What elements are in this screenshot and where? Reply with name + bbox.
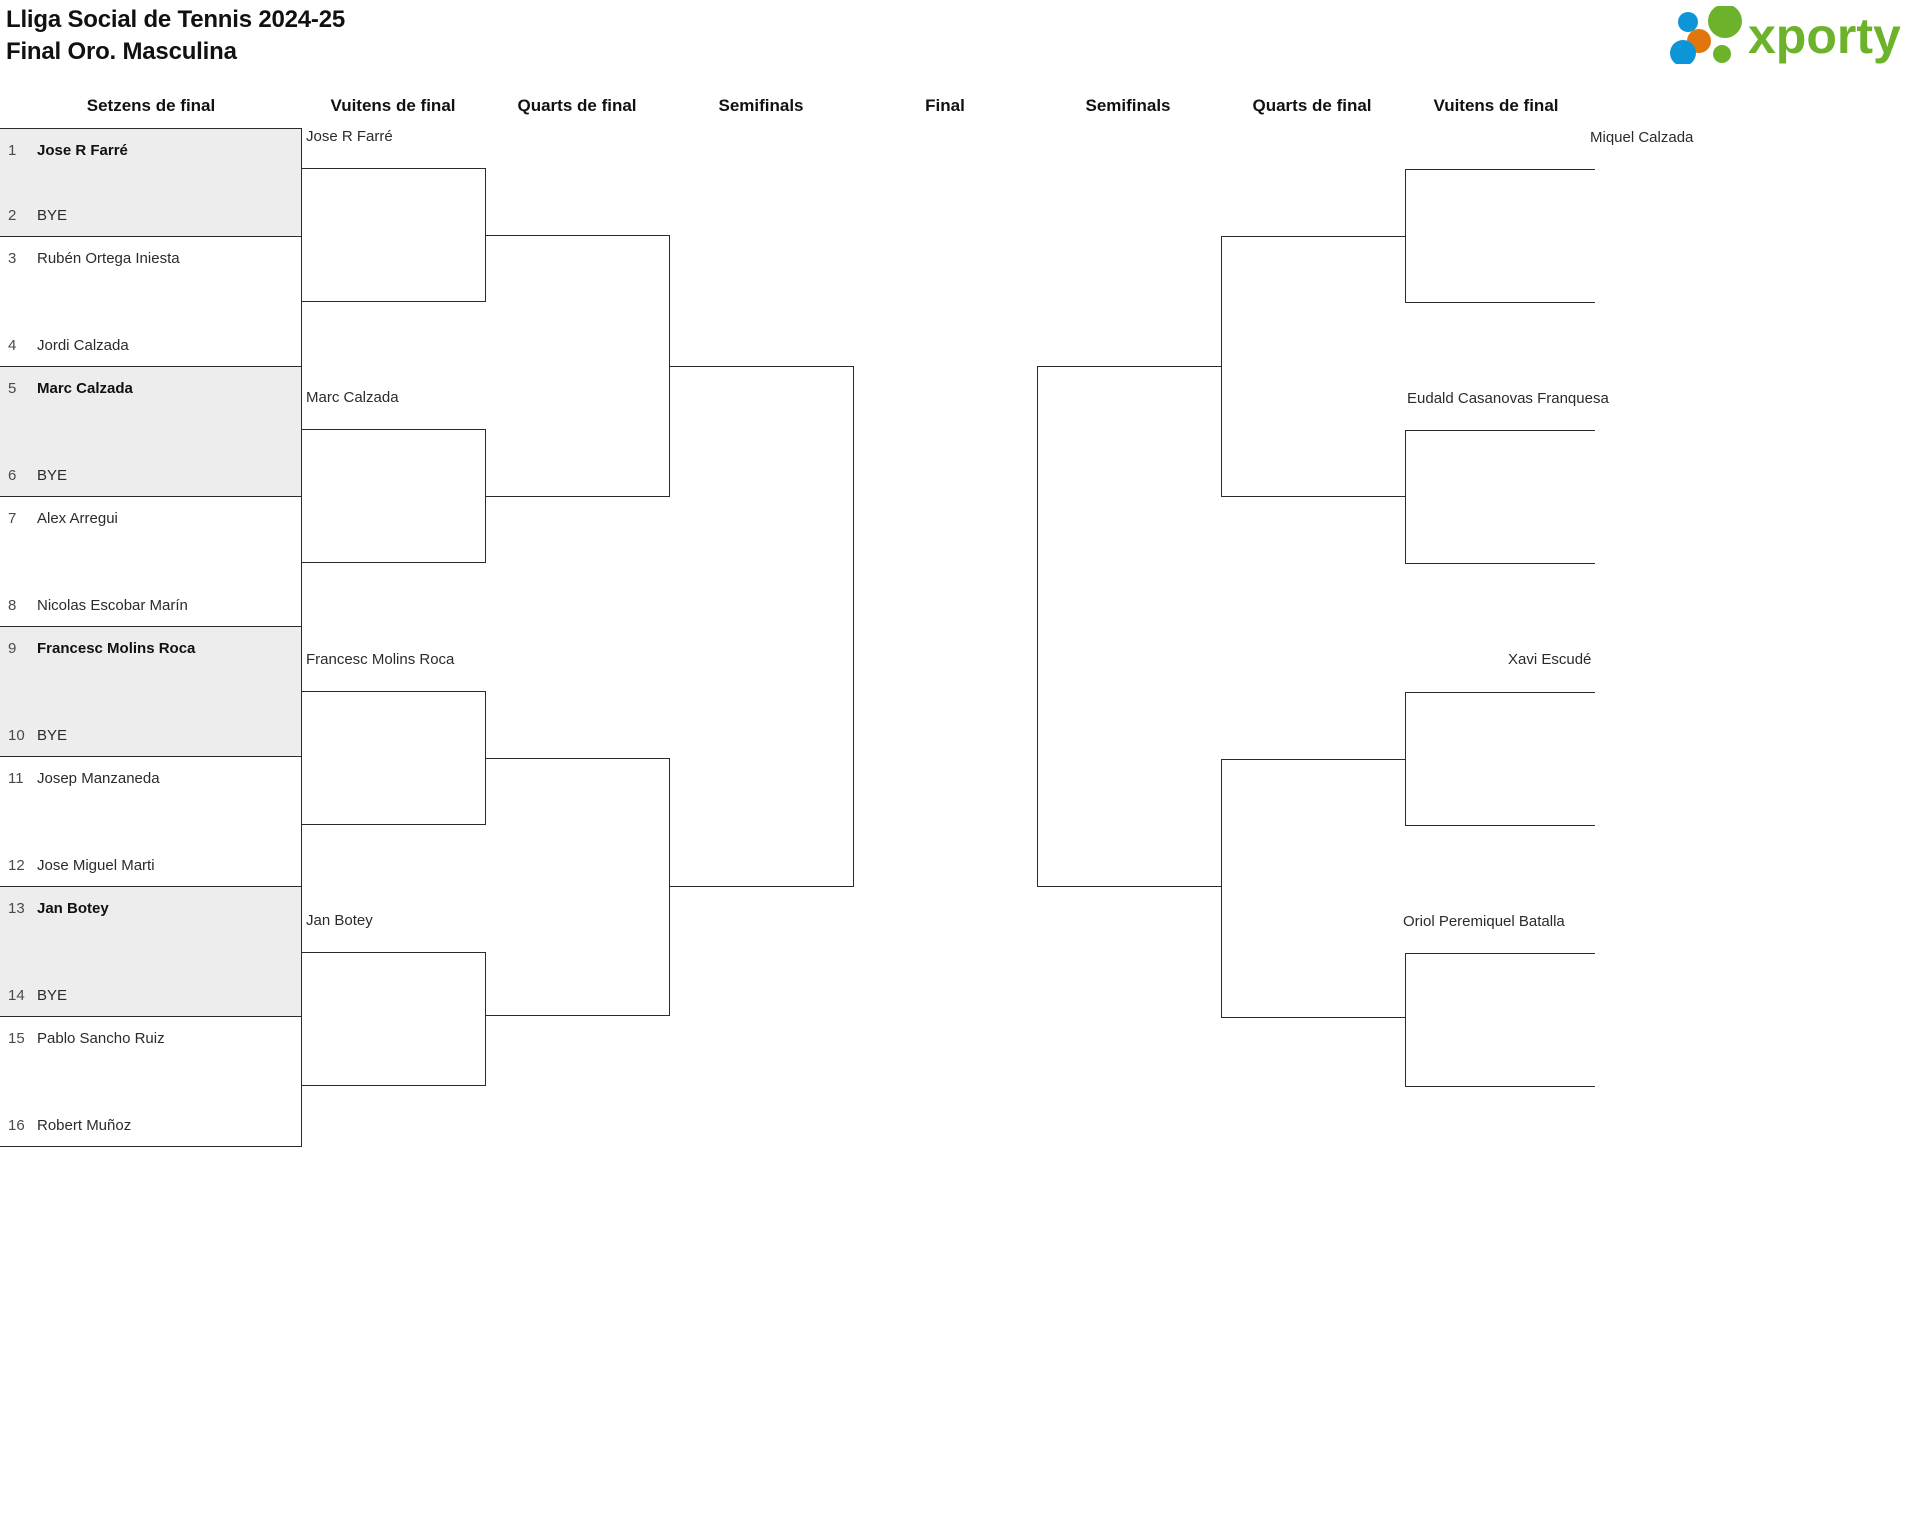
- list-item[interactable]: 9 Francesc Molins Roca: [0, 637, 301, 659]
- left-seed-column: 1 Jose R Farré 2 BYE 3 Rubén Ortega Inie…: [0, 128, 302, 1147]
- list-item[interactable]: 6 BYE: [0, 464, 301, 486]
- bracket-connector-r2-2: [1405, 430, 1595, 564]
- seed-number: 14: [8, 986, 25, 1004]
- advancing-player-label: Oriol Peremiquel Batalla: [1403, 913, 1565, 930]
- player-name: Alex Arregui: [37, 509, 118, 527]
- list-item[interactable]: 13 Jan Botey: [0, 897, 301, 919]
- advancing-player-label: Xavi Escudé: [1508, 651, 1592, 668]
- table-row[interactable]: 11 Josep Manzaneda 12 Jose Miguel Marti: [0, 757, 302, 887]
- table-row[interactable]: 9 Francesc Molins Roca 10 BYE: [0, 627, 302, 757]
- seed-number: 7: [8, 509, 17, 527]
- seed-number: 6: [8, 466, 17, 484]
- seed-number: 4: [8, 336, 17, 354]
- seed-number: 10: [8, 726, 25, 744]
- player-name: Jose Miguel Marti: [37, 856, 155, 874]
- logo-wordmark: xporty: [1748, 8, 1901, 64]
- list-item[interactable]: 3 Rubén Ortega Iniesta: [0, 247, 301, 269]
- advancing-player-label: Francesc Molins Roca: [306, 651, 455, 668]
- advancing-player-label: Jan Botey: [306, 912, 373, 929]
- player-name: Nicolas Escobar Marín: [37, 596, 188, 614]
- bracket-connector-r3-1: [1221, 236, 1406, 497]
- bracket-connector-r2-3: [1405, 692, 1595, 826]
- seed-number: 9: [8, 639, 17, 657]
- player-name: BYE: [37, 986, 68, 1004]
- logo-dot-green-large: [1708, 6, 1742, 38]
- player-name: BYE: [37, 726, 68, 744]
- player-name: BYE: [37, 466, 68, 484]
- title-line-2: Final Oro. Masculina: [6, 38, 237, 65]
- seed-number: 13: [8, 899, 25, 917]
- list-item[interactable]: 11 Josep Manzaneda: [0, 767, 301, 789]
- player-name: Jan Botey: [37, 899, 109, 917]
- advancing-player-label: Marc Calzada: [306, 389, 399, 406]
- list-item[interactable]: 8 Nicolas Escobar Marín: [0, 594, 301, 616]
- round-header-semifinals-right: Semifinals: [1085, 96, 1171, 115]
- bracket-connector-r3-2: [1221, 759, 1406, 1018]
- xporty-logo[interactable]: xporty: [1664, 6, 1914, 64]
- bracket-connector-l2-2: [302, 429, 486, 563]
- title-line-1: Lliga Social de Tennis 2024-25: [6, 6, 346, 33]
- round-header-quarts-right: Quarts de final: [1252, 96, 1372, 115]
- table-row[interactable]: 15 Pablo Sancho Ruiz 16 Robert Muñoz: [0, 1017, 302, 1147]
- table-row[interactable]: 5 Marc Calzada 6 BYE: [0, 367, 302, 497]
- logo-dot-blue-small: [1678, 12, 1698, 32]
- player-name: BYE: [37, 206, 68, 224]
- seed-number: 1: [8, 141, 17, 159]
- bracket-connector-l3-2: [485, 758, 670, 1016]
- advancing-player-label: Jose R Farré: [306, 128, 393, 145]
- round-header-semifinals-left: Semifinals: [718, 96, 804, 115]
- list-item[interactable]: 1 Jose R Farré: [0, 139, 301, 161]
- bracket-connector-r2-4: [1405, 953, 1595, 1087]
- advancing-player-label: Miquel Calzada: [1590, 129, 1694, 146]
- bracket-connector-r2-1: [1405, 169, 1595, 303]
- seed-number: 15: [8, 1029, 25, 1047]
- logo-dot-green-small: [1713, 45, 1731, 63]
- seed-number: 11: [8, 769, 24, 787]
- bracket-connector-l4-1: [669, 366, 854, 887]
- seed-number: 16: [8, 1116, 25, 1134]
- bracket-connector-l2-4: [302, 952, 486, 1086]
- round-header-vuitens-right: Vuitens de final: [1433, 96, 1559, 115]
- table-row[interactable]: 3 Rubén Ortega Iniesta 4 Jordi Calzada: [0, 237, 302, 367]
- list-item[interactable]: 14 BYE: [0, 984, 301, 1006]
- list-item[interactable]: 16 Robert Muñoz: [0, 1114, 301, 1136]
- player-name: Marc Calzada: [37, 379, 133, 397]
- page-title: Lliga Social de Tennis 2024-25 Final Oro…: [6, 4, 345, 68]
- list-item[interactable]: 7 Alex Arregui: [0, 507, 301, 529]
- seed-number: 12: [8, 856, 25, 874]
- round-header-quarts-left: Quarts de final: [517, 96, 637, 115]
- list-item[interactable]: 5 Marc Calzada: [0, 377, 301, 399]
- round-header-setzens-left: Setzens de final: [86, 96, 216, 115]
- seed-number: 5: [8, 379, 17, 397]
- table-row[interactable]: 13 Jan Botey 14 BYE: [0, 887, 302, 1017]
- list-item[interactable]: 10 BYE: [0, 724, 301, 746]
- round-header-final: Final: [925, 96, 965, 115]
- logo-dot-blue-large: [1670, 40, 1696, 64]
- seed-number: 8: [8, 596, 17, 614]
- seed-number: 2: [8, 206, 17, 224]
- advancing-player-label: Eudald Casanovas Franquesa: [1407, 390, 1609, 407]
- list-item[interactable]: 2 BYE: [0, 204, 301, 226]
- player-name: Pablo Sancho Ruiz: [37, 1029, 165, 1047]
- list-item[interactable]: 4 Jordi Calzada: [0, 334, 301, 356]
- player-name: Robert Muñoz: [37, 1116, 132, 1134]
- player-name: Jordi Calzada: [37, 336, 129, 354]
- player-name: Rubén Ortega Iniesta: [37, 249, 180, 267]
- bracket-connector-l3-1: [485, 235, 670, 497]
- bracket-connector-r4-1: [1037, 366, 1222, 887]
- table-row[interactable]: 1 Jose R Farré 2 BYE: [0, 128, 302, 237]
- list-item[interactable]: 15 Pablo Sancho Ruiz: [0, 1027, 301, 1049]
- bracket-connector-l2-1: [302, 168, 486, 302]
- player-name: Francesc Molins Roca: [37, 639, 196, 657]
- player-name: Jose R Farré: [37, 141, 128, 159]
- seed-number: 3: [8, 249, 17, 267]
- bracket-connector-l2-3: [302, 691, 486, 825]
- player-name: Josep Manzaneda: [37, 769, 160, 787]
- table-row[interactable]: 7 Alex Arregui 8 Nicolas Escobar Marín: [0, 497, 302, 627]
- round-header-vuitens-left: Vuitens de final: [330, 96, 456, 115]
- list-item[interactable]: 12 Jose Miguel Marti: [0, 854, 301, 876]
